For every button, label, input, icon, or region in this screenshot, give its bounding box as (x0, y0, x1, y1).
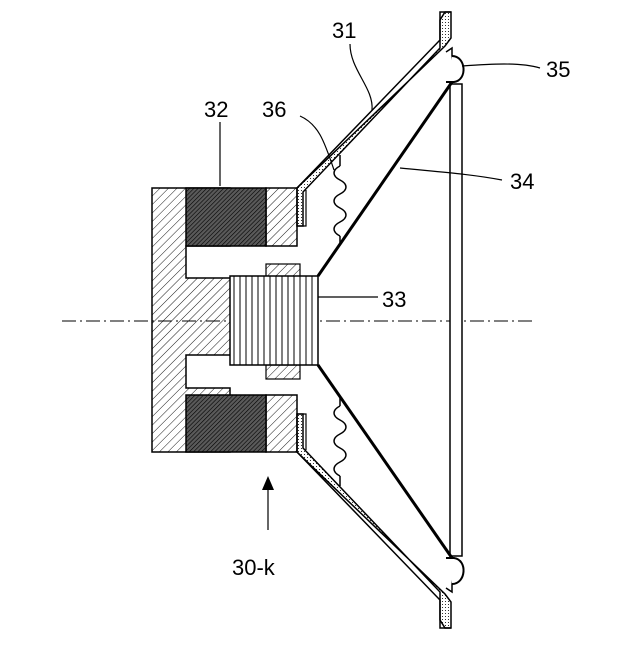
leader-31 (350, 44, 372, 110)
speaker-frame (297, 12, 462, 640)
label-frame: 31 (332, 18, 356, 43)
leader-35 (462, 64, 540, 68)
label-damper: 36 (262, 97, 286, 122)
label-speaker: 30-k (232, 555, 276, 580)
leader-lines (220, 44, 540, 297)
voice-coil (230, 276, 318, 365)
label-diaphragm: 34 (510, 169, 534, 194)
speaker-arrow (262, 476, 274, 530)
label-voice-coil: 33 (382, 287, 406, 312)
label-edge: 35 (546, 57, 570, 82)
label-magnetic-circuit: 32 (204, 97, 228, 122)
